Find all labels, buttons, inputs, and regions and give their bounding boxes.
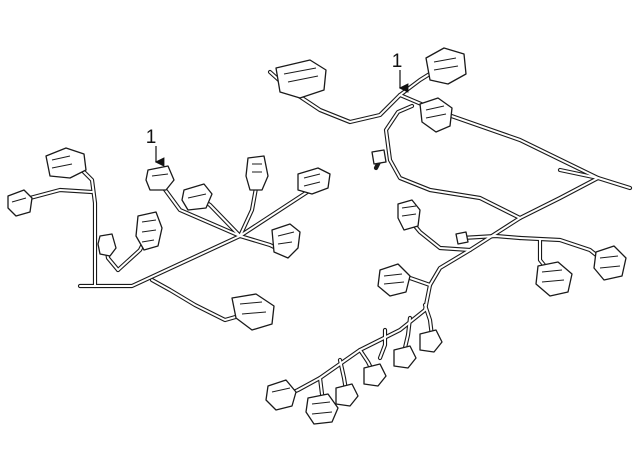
connector <box>419 97 453 133</box>
connector <box>593 245 627 281</box>
connector <box>135 211 163 251</box>
connector <box>7 189 33 217</box>
connector <box>455 231 469 245</box>
callout-label: 1 <box>146 127 157 148</box>
connector <box>335 383 359 407</box>
connector <box>363 363 387 387</box>
right-harness <box>265 47 633 425</box>
connector <box>181 183 213 211</box>
connector <box>265 379 297 411</box>
connector <box>145 165 175 191</box>
callout-right: 1 <box>392 51 409 93</box>
connector <box>425 47 467 85</box>
relay-box <box>275 59 327 99</box>
connector <box>393 345 417 369</box>
connector <box>377 263 411 297</box>
connector <box>97 233 117 257</box>
connector <box>45 147 87 179</box>
connector <box>297 167 331 195</box>
callout-label: 1 <box>392 51 403 72</box>
connector <box>231 293 275 331</box>
connector <box>397 199 421 231</box>
left-harness <box>7 147 331 331</box>
connector <box>245 155 269 191</box>
connector <box>271 223 301 259</box>
connector <box>305 393 339 425</box>
connector <box>535 261 573 297</box>
connector <box>371 149 387 165</box>
callout-left: 1 <box>146 127 165 167</box>
connector <box>419 329 443 353</box>
